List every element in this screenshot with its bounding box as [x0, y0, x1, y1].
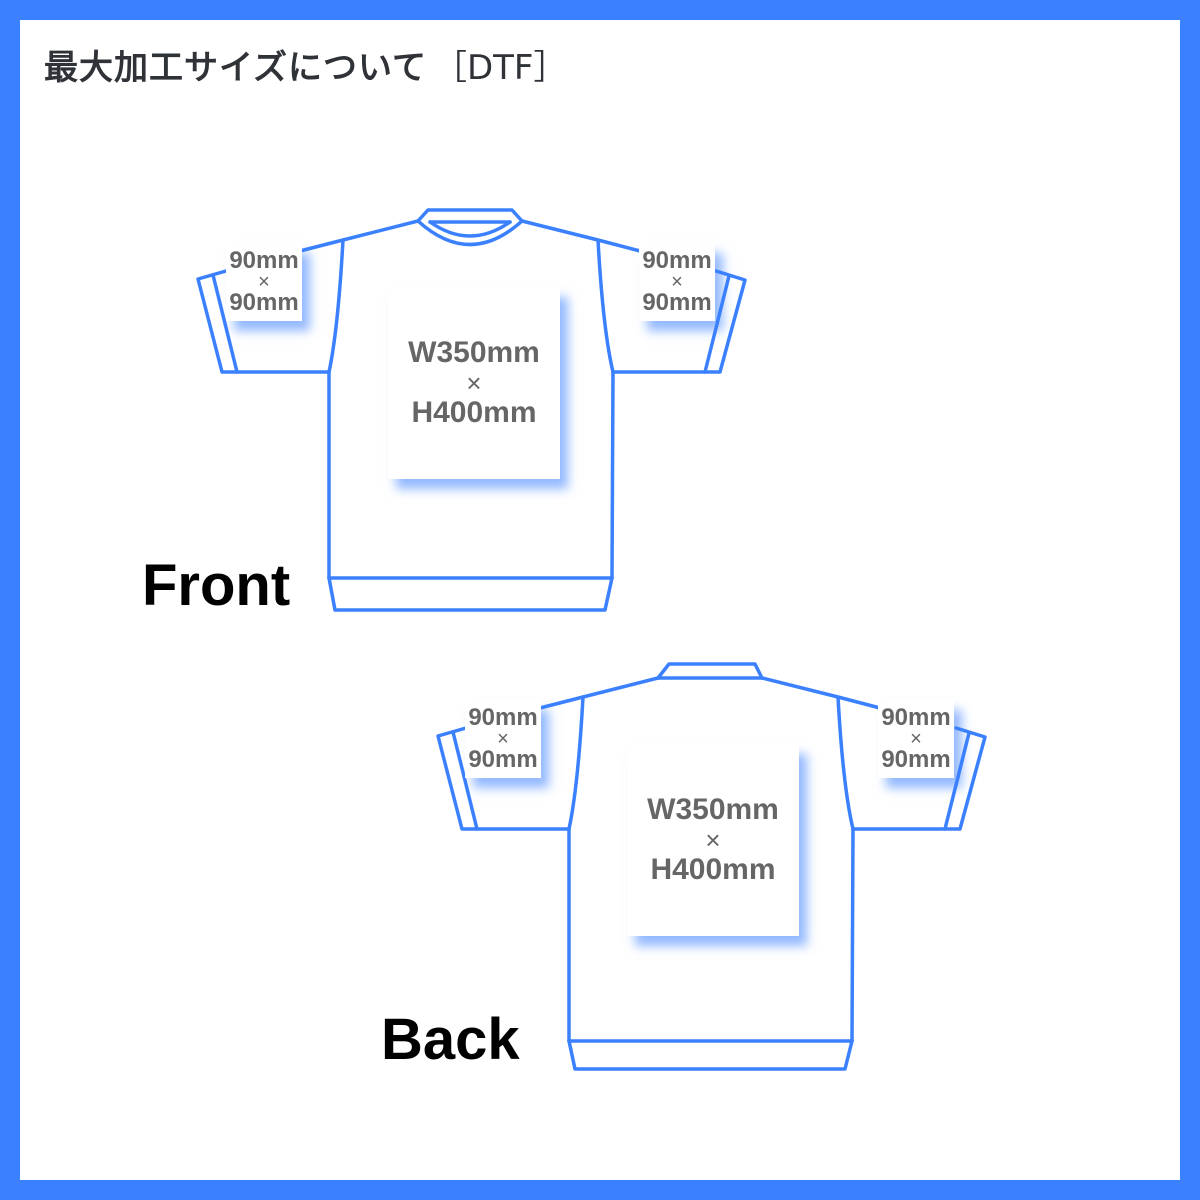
- front-right-sleeve-height: 90mm: [642, 289, 712, 316]
- back-right-sleeve-width: 90mm: [881, 704, 951, 731]
- back-left-sleeve-width: 90mm: [468, 704, 538, 731]
- front-tshirt-outline: [196, 208, 747, 612]
- back-body-print-area: W350mm × H400mm: [627, 744, 799, 936]
- back-body-height: H400mm: [650, 853, 776, 886]
- times-symbol: ×: [910, 728, 922, 750]
- back-view-label: Back: [381, 1007, 520, 1072]
- title-text: 最大加工サイズについて: [44, 48, 427, 88]
- times-symbol: ×: [671, 271, 683, 293]
- front-right-sleeve-width: 90mm: [642, 247, 712, 274]
- times-symbol: ×: [466, 368, 482, 398]
- back-tshirt-outline: [436, 662, 987, 1071]
- front-left-sleeve-width: 90mm: [229, 247, 299, 274]
- title-method-tag: ［DTF］: [432, 48, 568, 88]
- front-left-sleeve-height: 90mm: [229, 289, 299, 316]
- back-left-sleeve-print-area: 90mm × 90mm: [465, 700, 541, 778]
- back-right-sleeve-print-area: 90mm × 90mm: [878, 700, 954, 778]
- times-symbol: ×: [258, 271, 270, 293]
- front-body-height: H400mm: [411, 396, 537, 429]
- back-body-width: W350mm: [647, 793, 779, 826]
- front-right-sleeve-print-area: 90mm × 90mm: [639, 243, 715, 321]
- page-title: 最大加工サイズについて［DTF］: [44, 44, 567, 92]
- times-symbol: ×: [497, 728, 509, 750]
- front-view-label: Front: [142, 553, 291, 618]
- front-body-width: W350mm: [408, 336, 540, 369]
- front-body-print-area: W350mm × H400mm: [388, 287, 560, 479]
- back-left-sleeve-height: 90mm: [468, 746, 538, 773]
- front-left-sleeve-print-area: 90mm × 90mm: [226, 243, 302, 321]
- times-symbol: ×: [705, 825, 721, 855]
- back-right-sleeve-height: 90mm: [881, 746, 951, 773]
